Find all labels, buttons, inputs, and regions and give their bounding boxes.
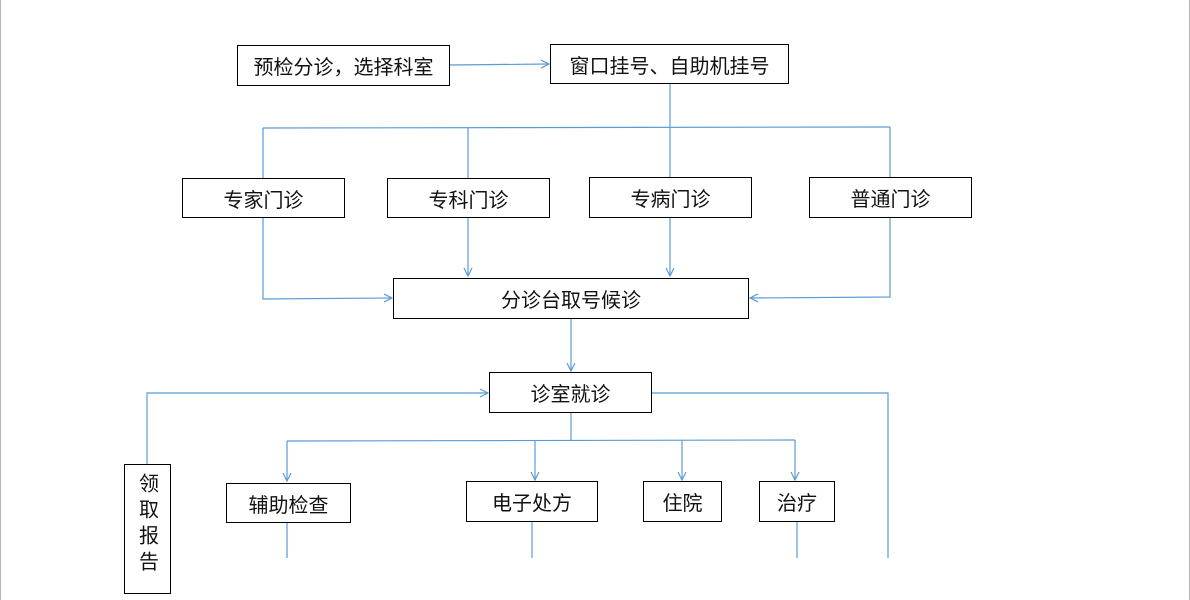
node-eprescription: 电子处方: [466, 481, 598, 522]
edge-expert-queue: [262, 218, 392, 299]
node-general: 普通门诊: [809, 177, 972, 218]
connector-lines: [146, 0, 891, 558]
node-queue: 分诊台取号候诊: [393, 278, 749, 319]
edge-report-consult: [146, 393, 488, 464]
node-hospitalize: 住院: [643, 481, 722, 522]
node-auxiliary: 辅助检查: [226, 483, 351, 523]
node-specialty: 专科门诊: [387, 178, 550, 218]
edge-general-queue: [750, 218, 891, 298]
node-report: 领取报告: [124, 464, 171, 594]
node-triage: 预检分诊，选择科室: [237, 45, 450, 86]
node-consult: 诊室就诊: [489, 372, 652, 413]
node-report-label: 领取报告: [135, 473, 160, 577]
edge-triage-register: [449, 64, 549, 65]
edge-consult-right: [652, 392, 889, 558]
node-disease: 专病门诊: [589, 177, 752, 218]
node-register: 窗口挂号、自助机挂号: [550, 44, 789, 84]
node-expert: 专家门诊: [182, 178, 345, 218]
node-treatment: 治疗: [759, 481, 835, 522]
dept-bus: [262, 126, 891, 129]
exam-bus: [286, 439, 796, 442]
